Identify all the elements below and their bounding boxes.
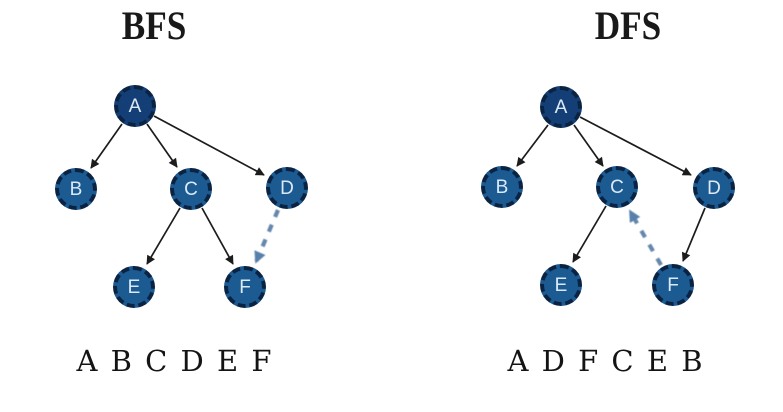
dfs-node-b: B — [481, 166, 523, 208]
dfs-node-a: A — [540, 86, 582, 128]
bfs-edge-c-e — [146, 207, 181, 265]
dfs-node-e: E — [540, 264, 582, 306]
bfs-edge-a-d — [153, 115, 265, 176]
dfs-edge-a-b — [516, 124, 549, 167]
dfs-traversal-order: A D F C E B — [507, 344, 705, 378]
bfs-edge-c-f — [201, 207, 234, 265]
bfs-title: BFS — [121, 3, 187, 48]
bfs-node-d: D — [266, 167, 308, 209]
bfs-dashed-edge-d-f — [254, 209, 280, 264]
dfs-edge-d-f — [681, 207, 706, 262]
dfs-edge-c-e — [572, 205, 607, 263]
dfs-node-d: D — [693, 167, 735, 209]
bfs-node-c: C — [170, 168, 212, 210]
bfs-edge-a-c — [146, 123, 178, 168]
bfs-node-a: A — [114, 85, 156, 127]
bfs-node-e: E — [113, 266, 155, 308]
dfs-node-c: C — [596, 166, 638, 208]
dfs-dashed-edge-f-c — [628, 209, 663, 267]
bfs-traversal-order: A B C D E F — [76, 344, 274, 378]
bfs-edge-a-b — [90, 123, 123, 169]
dfs-edge-a-d — [579, 116, 692, 176]
bfs-node-f: F — [224, 266, 266, 308]
dfs-edge-a-c — [573, 124, 604, 167]
bfs-node-b: B — [55, 168, 97, 210]
dfs-title: DFS — [594, 3, 662, 48]
dfs-node-f: F — [652, 264, 694, 306]
